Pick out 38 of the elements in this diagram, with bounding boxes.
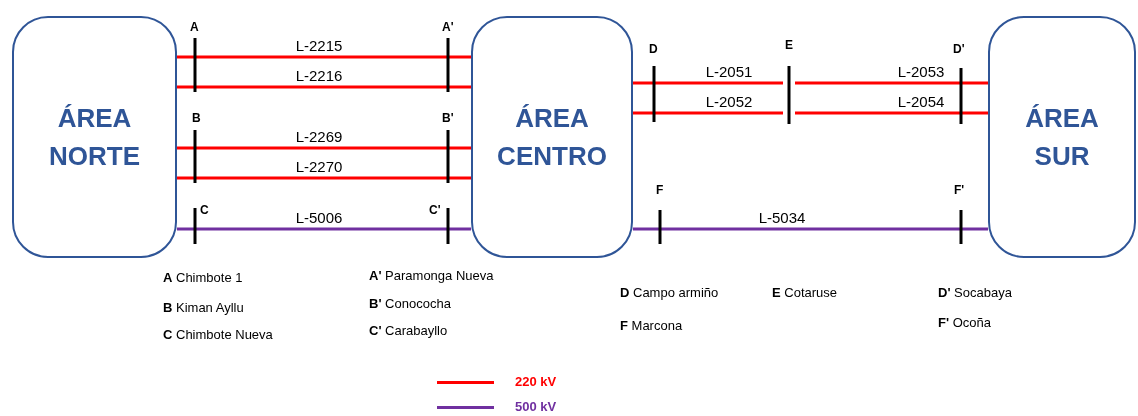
- power-line: [633, 227, 988, 231]
- area-box: ÁREA CENTRO: [471, 16, 633, 258]
- area-box: ÁREA NORTE: [12, 16, 177, 258]
- power-line: [177, 55, 471, 59]
- substation-name: D Campo armiño: [620, 285, 719, 301]
- area-box: ÁREA SUR: [988, 16, 1136, 258]
- substation-name: D' Socabaya: [938, 285, 1012, 301]
- substation-letter: F': [954, 183, 965, 197]
- node-label: E: [784, 38, 794, 52]
- substation-letter: D': [953, 42, 965, 56]
- substation-name: E Cotaruse: [772, 285, 838, 301]
- substation-name: A Chimbote 1: [163, 270, 243, 286]
- substation-name: F Marcona: [620, 318, 683, 334]
- substation-letter: C: [200, 203, 209, 217]
- legend-text: 220 kV: [515, 374, 557, 390]
- substation-letter: D: [649, 42, 658, 56]
- power-line: [177, 146, 471, 150]
- legend-text: 500 kV: [515, 399, 557, 415]
- substation-name: F' Ocoña: [938, 315, 991, 331]
- substation-name: B Kiman Ayllu: [163, 300, 244, 316]
- substation-letter: F: [656, 183, 664, 197]
- power-line: [795, 111, 988, 115]
- substation-letter: B: [192, 111, 201, 125]
- power-line: [177, 227, 471, 231]
- power-line: [795, 81, 988, 85]
- substation-letter: C': [429, 203, 441, 217]
- substation-letter: B': [442, 111, 454, 125]
- substation-letter: A: [190, 20, 199, 34]
- substation-letter: A': [442, 20, 454, 34]
- power-line: [633, 111, 783, 115]
- substation-name: C' Carabayllo: [369, 323, 448, 339]
- substation-name: B' Conococha: [369, 296, 451, 312]
- substation-name: C Chimbote Nueva: [163, 327, 273, 343]
- power-line: [633, 81, 783, 85]
- power-line: [177, 85, 471, 89]
- power-line: [177, 176, 471, 180]
- substation-name: A' Paramonga Nueva: [369, 268, 494, 284]
- substation-marker: [783, 38, 795, 124]
